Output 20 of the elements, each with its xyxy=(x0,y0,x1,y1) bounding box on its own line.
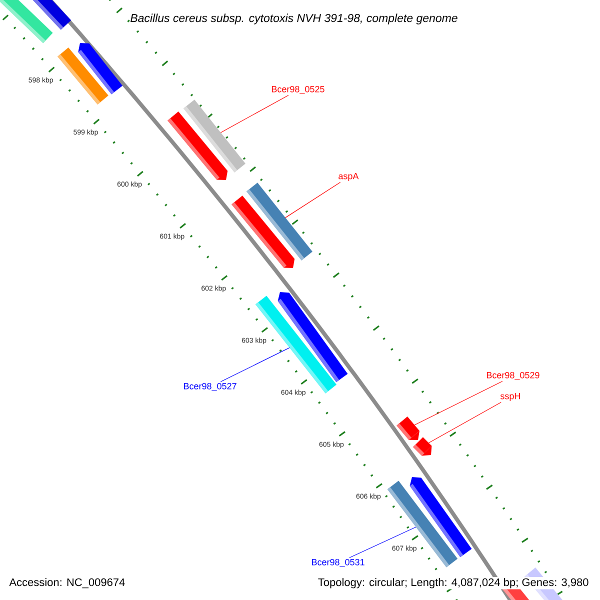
leader-line xyxy=(220,347,290,382)
gene-label: Bcer98_0529 xyxy=(486,372,540,380)
leader-line xyxy=(414,380,503,426)
accession-text: Accession: NC_009674 xyxy=(9,578,125,588)
leader-line xyxy=(428,402,502,444)
gene-label: Bcer98_0527 xyxy=(184,382,236,392)
gene-feature xyxy=(396,416,420,440)
gene-label: aspA xyxy=(338,172,359,182)
gene-feature xyxy=(413,437,432,456)
map-title: Bacillus cereus subsp. cytotoxis NVH 391-98, complete genome xyxy=(130,14,458,24)
gene-label: sspH xyxy=(500,392,520,402)
leader-line xyxy=(349,526,416,558)
gene-feature xyxy=(184,100,246,172)
leader-line xyxy=(220,94,289,133)
gene-label: Bcer98_0525 xyxy=(272,86,324,94)
gene-feature xyxy=(246,182,312,260)
gene-label: Bcer98_0531 xyxy=(312,558,364,568)
gene-feature xyxy=(387,480,458,568)
leader-line xyxy=(285,182,341,218)
genome-info-text: Topology: circular; Length: 4,087,024 bp; Genes: 3,980 xyxy=(316,577,590,590)
